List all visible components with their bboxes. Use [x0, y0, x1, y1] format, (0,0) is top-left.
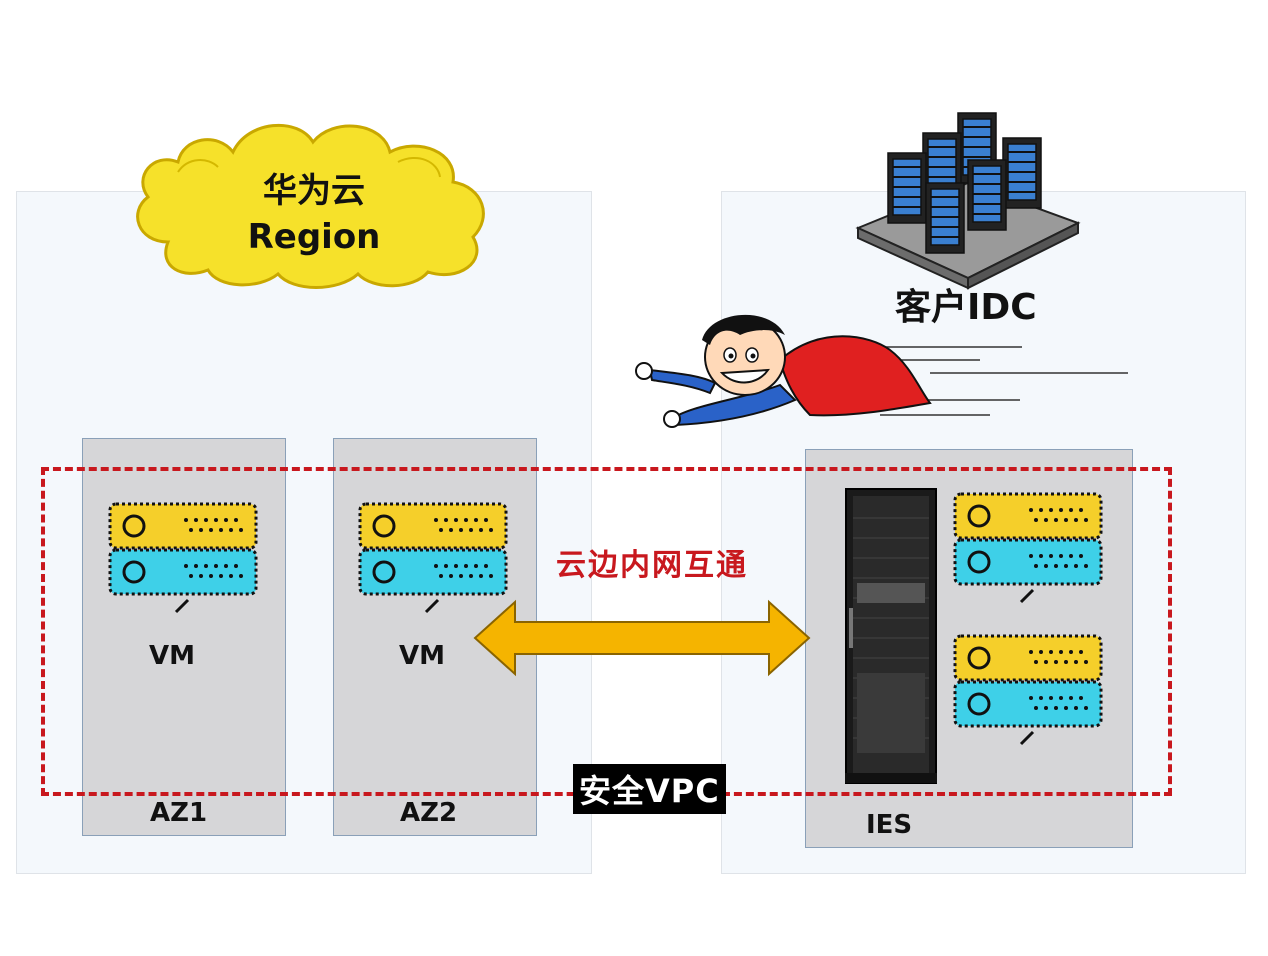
ies-server-icon	[953, 634, 1103, 746]
ies-server-icon	[953, 492, 1103, 604]
cloud-title: 华为云	[263, 171, 365, 211]
vm-server-icon	[358, 502, 508, 614]
az2-vm-label: VM	[399, 641, 445, 671]
idc-label: 客户IDC	[895, 287, 1037, 328]
vm-server-icon	[108, 502, 258, 614]
bidirectional-arrow-icon	[473, 599, 811, 677]
cloud-label: 华为云 Region	[214, 168, 414, 260]
interconnect-label: 云边内网互通	[556, 548, 748, 583]
az2-label: AZ2	[400, 798, 458, 828]
superhero-illustration	[635, 314, 1128, 428]
cloud-icon	[136, 123, 485, 289]
server-rack-cabinet-icon	[845, 488, 937, 784]
ies-label: IES	[866, 810, 913, 840]
az1-vm-label: VM	[149, 641, 195, 671]
cloud-region-label: Region	[247, 217, 381, 257]
datacenter-icon	[855, 112, 1081, 290]
az1-label: AZ1	[150, 798, 208, 828]
secure-vpc-label: 安全VPC	[573, 764, 726, 814]
